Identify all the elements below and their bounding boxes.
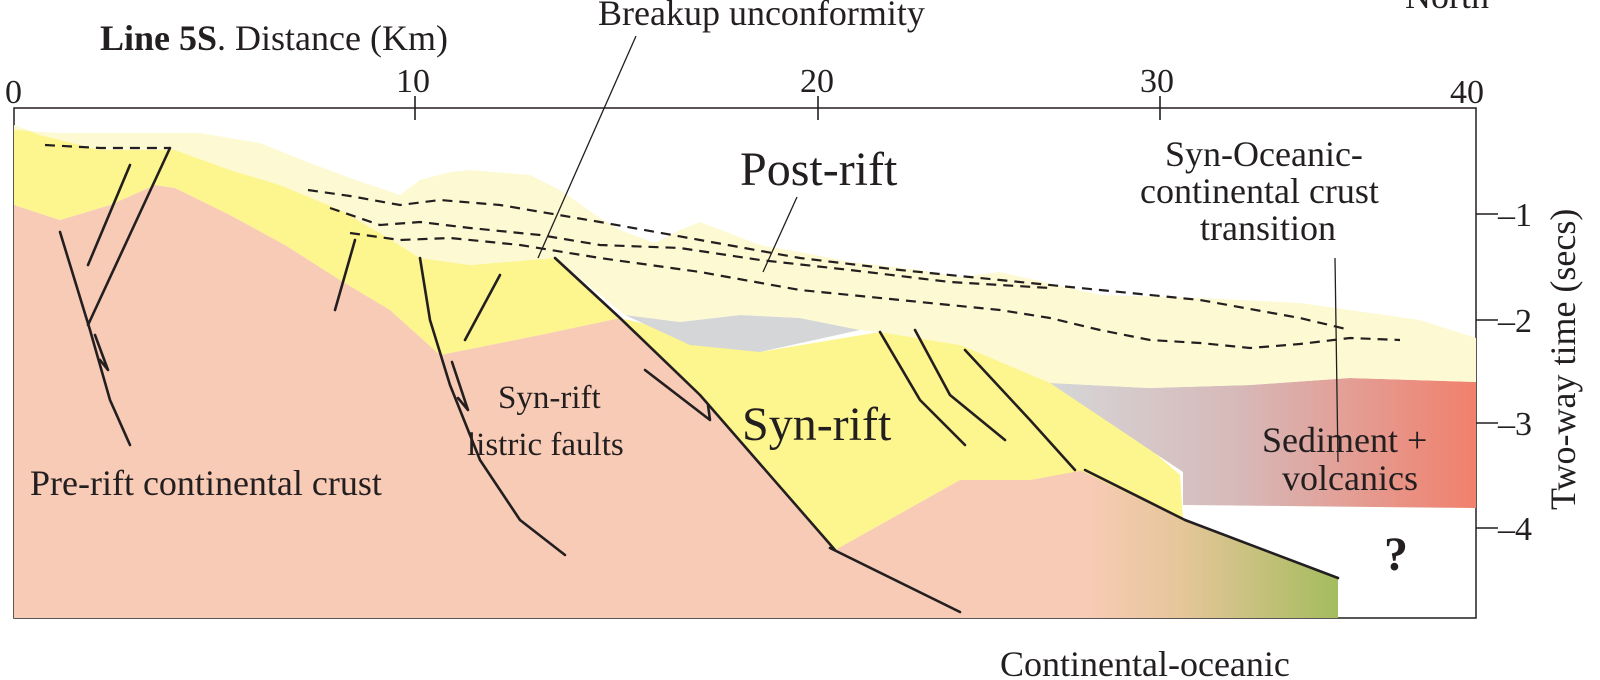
main-detachment-fault [553, 256, 837, 552]
syn-oceanic-label-line3: transition [1200, 208, 1336, 248]
x-tick-label-10: 10 [396, 63, 430, 100]
fault-4 [333, 238, 357, 312]
sediment-volcanics-layer [1050, 378, 1476, 508]
y-tick-label-1: –1 [1497, 197, 1532, 234]
line-distance-label: . Distance (Km) [217, 18, 448, 58]
y-tick-label-3: –3 [1497, 406, 1532, 443]
slip-arrow-1 [93, 333, 110, 372]
slip-arrow-2 [450, 360, 470, 412]
post-rift-horizon-3 [349, 231, 1401, 350]
post-rift-horizon-1 [44, 143, 1351, 332]
line-name: Line 5S [100, 18, 217, 58]
syn-rift-layer-left [14, 125, 620, 355]
breakup-unconformity-label: Breakup unconformity [598, 0, 925, 33]
syn-rift-faults-label-line2: listric faults [467, 427, 624, 463]
syn-rift-faults-label-line1: Syn-rift [498, 380, 601, 416]
deep-fault-line [828, 546, 962, 614]
x-tick-label-0: 0 [5, 74, 22, 111]
slip-arrow-3 [643, 368, 712, 422]
section-title: Line 5S. Distance (Km) [100, 18, 448, 58]
fault-6 [463, 273, 502, 342]
leader-breakup [537, 35, 637, 259]
x-tick-label-30: 30 [1140, 63, 1174, 100]
fault-2 [86, 163, 132, 267]
sediment-label-line2: volcanics [1282, 458, 1418, 498]
syn-rift-label: Syn-rift [742, 398, 892, 451]
x-tick-label-40: 40 [1450, 74, 1484, 111]
y-tick-label-2: –2 [1497, 303, 1532, 340]
pre-rift-label: Pre-rift continental crust [30, 463, 382, 503]
north-label: North [1405, 0, 1489, 16]
fault-9 [963, 348, 1077, 472]
continental-oceanic-label: Continental-oceanic [1000, 644, 1290, 680]
fault-8 [913, 328, 1007, 442]
fault-1 [58, 230, 132, 447]
syn-oceanic-label-line1: Syn-Oceanic- [1165, 134, 1363, 174]
post-rift-layer [14, 125, 1476, 388]
unknown-question-mark: ? [1384, 528, 1408, 581]
leader-post-rift [762, 196, 798, 273]
leader-syn-oceanic [1334, 257, 1339, 463]
syn-oceanic-label-line2: continental crust [1140, 171, 1379, 211]
fault-3 [86, 146, 172, 327]
post-rift-horizon-2 [329, 206, 1051, 290]
fault-7 [878, 330, 967, 447]
y-tick-label-4: –4 [1497, 511, 1532, 548]
x-tick-label-20: 20 [800, 63, 834, 100]
sediment-label-line1: Sediment + [1262, 420, 1427, 460]
oceanic-boundary-line [1083, 468, 1340, 580]
y-axis-title: Two-way time (secs) [1543, 209, 1583, 510]
grey-sediment-wedge [625, 315, 860, 352]
pre-rift-crust-layer [14, 185, 1338, 618]
post-rift-label: Post-rift [740, 143, 898, 196]
continental-oceanic-transition-zone [1050, 470, 1338, 618]
fault-5 [418, 256, 567, 557]
